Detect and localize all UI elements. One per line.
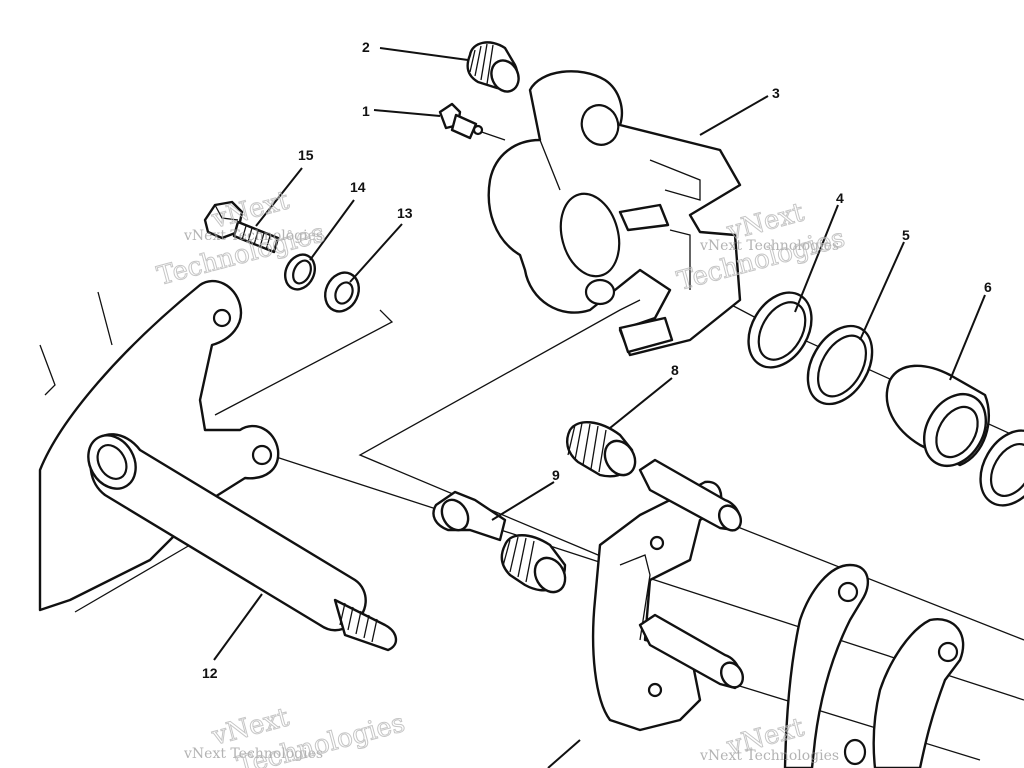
callout-1: 1	[362, 103, 370, 119]
callout-14: 14	[350, 179, 366, 195]
callout-12: 12	[202, 665, 218, 681]
watermark-small-text: vNext Technologies	[183, 746, 323, 762]
part-1-bleeder-screw	[438, 102, 484, 140]
callout-13: 13	[397, 205, 413, 221]
watermark-small-text: vNext Technologies	[183, 228, 323, 244]
callout-9: 9	[552, 467, 560, 483]
part-15-bolt	[203, 200, 280, 254]
part-8-spring	[565, 421, 637, 478]
part-2-plug	[466, 41, 520, 93]
watermark-top-right: vNext vNext Technologies Technologies	[674, 197, 849, 297]
callout-6: 6	[984, 279, 992, 295]
callout-15: 15	[298, 147, 314, 163]
watermark-small-text: vNext Technologies	[699, 238, 839, 254]
part-5-seal	[806, 324, 874, 406]
mounting-bracket	[591, 458, 745, 732]
watermark-bottom-left: vNext vNext Technologies Technologies	[183, 702, 409, 768]
watermark-small-text: vNext Technologies	[699, 748, 839, 764]
part-14-snap-ring	[284, 253, 316, 291]
part-3-caliper-body	[487, 70, 742, 357]
part-6-piston	[885, 364, 990, 467]
callout-labels: 1 2 3 4 5 6 8 9 12 13 14 15	[202, 39, 992, 681]
callout-3: 3	[772, 85, 780, 101]
brake-pads	[783, 563, 965, 768]
part-9-guide-pin	[432, 490, 567, 594]
callout-4: 4	[836, 190, 844, 206]
callout-2: 2	[362, 39, 370, 55]
part-13-washer	[324, 271, 360, 313]
callout-5: 5	[902, 227, 910, 243]
right-edge-piston-part	[979, 429, 1024, 507]
leader-lines	[213, 47, 986, 768]
part-12-arm-and-pin	[38, 279, 398, 652]
callout-8: 8	[671, 362, 679, 378]
